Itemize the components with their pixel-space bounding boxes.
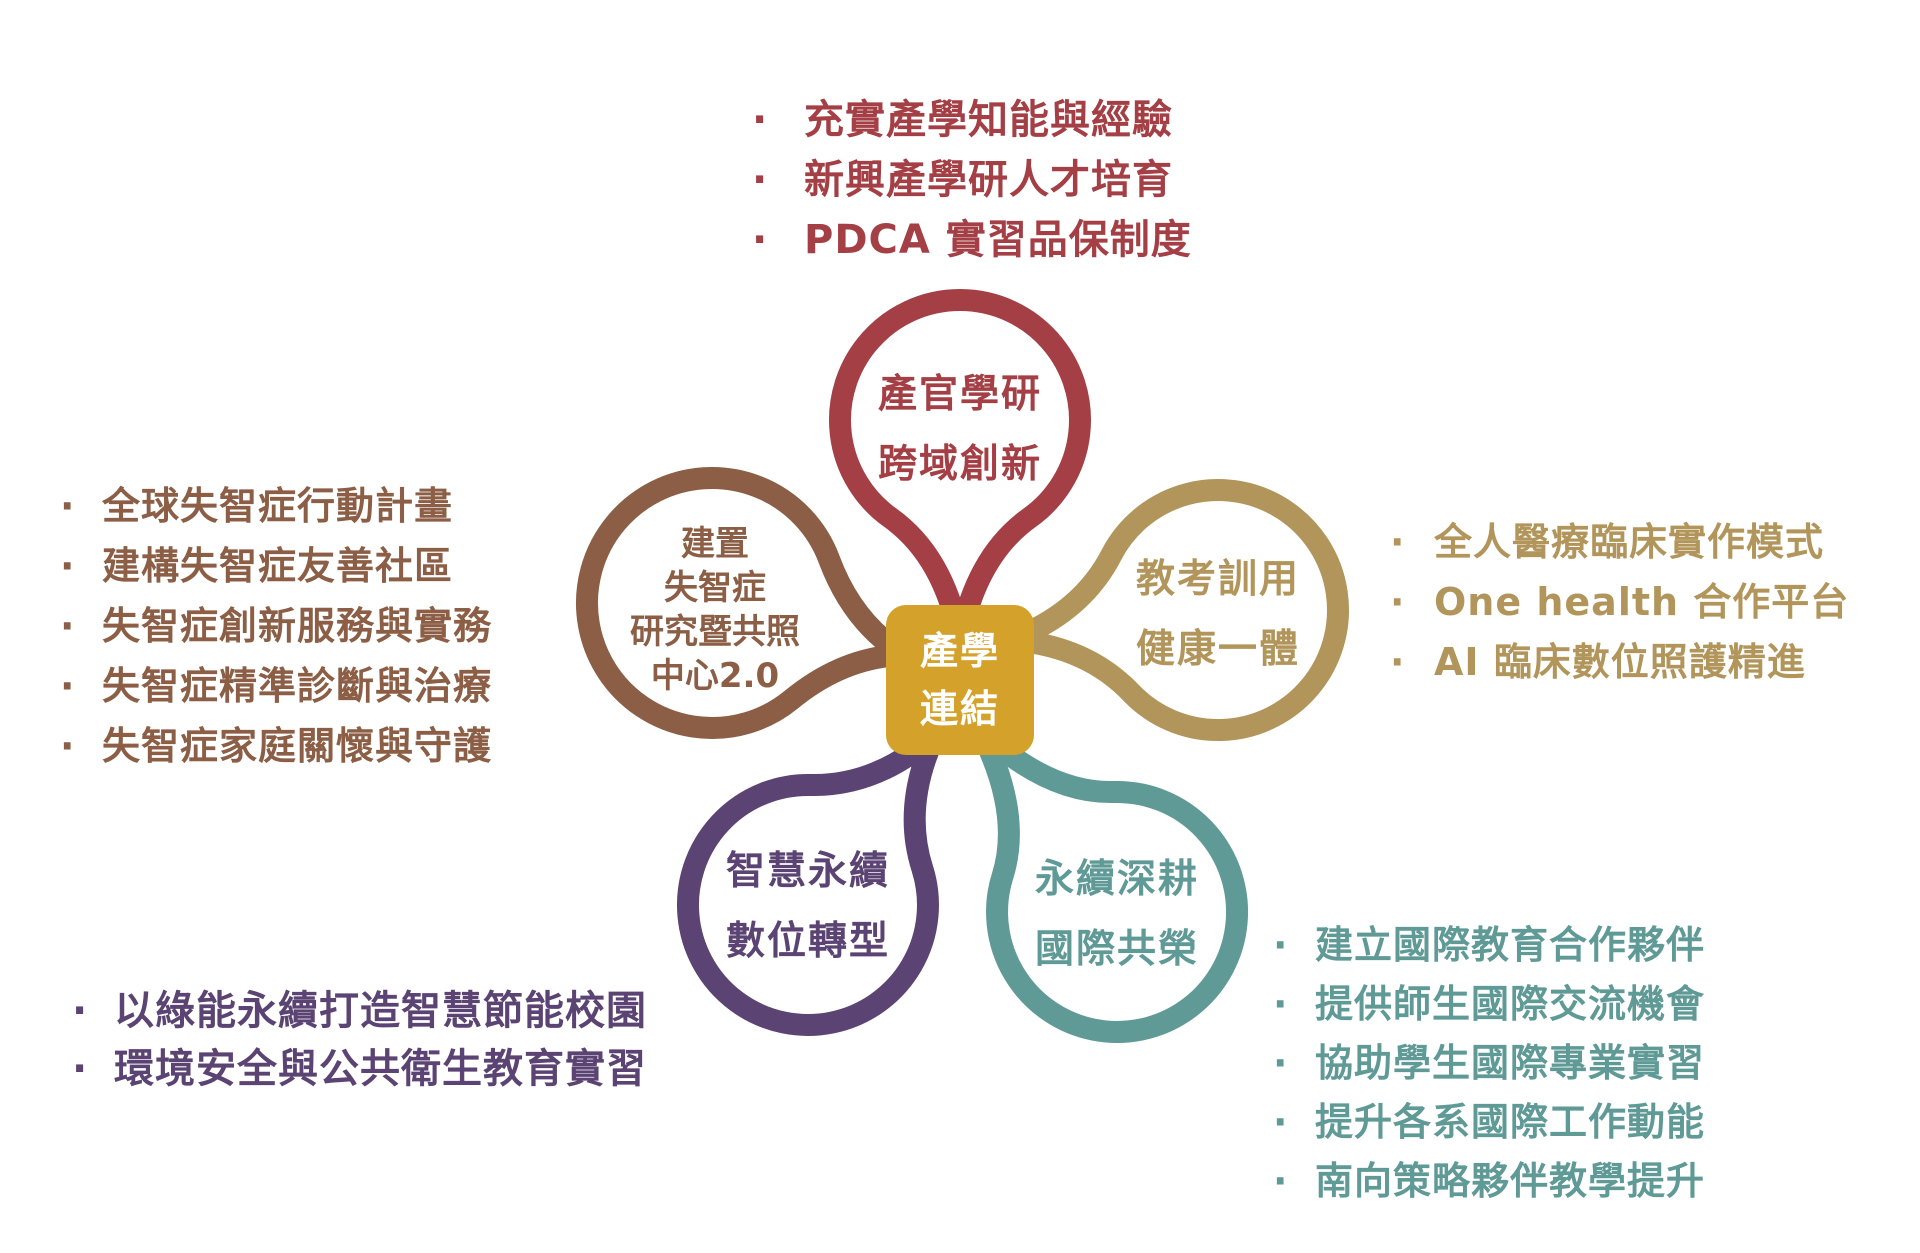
bullet-icon: · [60,664,76,708]
list-item-text: 南向策略夥伴教學提升 [1315,1159,1706,1203]
list-item-text: 提供師生國際交流機會 [1315,982,1706,1026]
top-list-item: · PDCA 實習品保制度 [752,210,1192,270]
bottom-right-list-item: · 協助學生國際專業實習 [1273,1034,1705,1093]
petal-left-line4: 中心2.0 [650,656,780,696]
bullet-icon: · [72,988,89,1034]
bullet-icon: · [1390,640,1406,684]
list-item-text: AI 臨床數位照護精進 [1434,640,1806,684]
petal-bottom-right-label: 永續深耕 國際共榮 [1017,845,1217,985]
left-list-item: · 失智症創新服務與實務 [60,596,492,656]
petal-top-line2: 跨域創新 [877,442,1042,487]
bottom-right-bullet-list: · 建立國際教育合作夥伴 · 提供師生國際交流機會 · 協助學生國際專業實習 · 提升各系國際… [1273,916,1705,1211]
list-item-text: One health 合作平台 [1434,580,1850,624]
list-item-text: 新興產學研人才培育 [804,157,1173,203]
petal-top-line1: 產官學研 [877,372,1042,417]
top-list-item: · 新興產學研人才培育 [752,150,1192,210]
center-line2: 連結 [919,687,1000,731]
petal-left-line2: 失智症 [664,568,766,608]
petal-bottom-left-label: 智慧永續 數位轉型 [708,837,908,977]
center-line1: 產學 [919,629,1000,673]
bullet-icon: · [1273,1159,1289,1203]
list-item-text: 協助學生國際專業實習 [1315,1041,1706,1085]
right-list-item: · One health 合作平台 [1390,572,1849,632]
petal-bottom-right-line1: 永續深耕 [1034,857,1199,902]
bullet-icon: · [1390,520,1406,564]
bullet-icon: · [1273,1100,1289,1144]
petal-left-line3: 研究暨共照 [630,612,800,652]
left-list-item: · 失智症家庭關懷與守護 [60,716,492,776]
list-item-text: 提升各系國際工作動能 [1315,1100,1706,1144]
bottom-right-list-item: · 提升各系國際工作動能 [1273,1093,1705,1152]
bullet-icon: · [752,217,769,263]
left-bullet-list: · 全球失智症行動計畫 · 建構失智症友善社區 · 失智症創新服務與實務 · 失智症精準診斷與… [60,476,492,776]
top-list-item: · 充實產學知能與經驗 [752,90,1192,150]
bottom-left-list-item: · 以綠能永續打造智慧節能校園 [72,982,647,1040]
petal-right-line1: 教考訓用 [1135,557,1300,602]
bullet-icon: · [60,544,76,588]
list-item-text: 失智症家庭關懷與守護 [102,724,493,768]
list-item-text: 失智症創新服務與實務 [102,604,493,648]
left-list-item: · 建構失智症友善社區 [60,536,492,596]
bullet-icon: · [1390,580,1406,624]
bottom-right-list-item: · 建立國際教育合作夥伴 [1273,916,1705,975]
bottom-right-list-item: · 提供師生國際交流機會 [1273,975,1705,1034]
bullet-icon: · [1273,1041,1289,1085]
petal-left-label: 建置 失智症 研究暨共照 中心2.0 [600,520,830,700]
list-item-text: 全球失智症行動計畫 [102,484,454,528]
petal-bottom-right-line2: 國際共榮 [1034,927,1199,972]
right-list-item: · 全人醫療臨床實作模式 [1390,512,1849,572]
list-item-text: PDCA 實習品保制度 [804,217,1192,263]
bullet-icon: · [1273,923,1289,967]
left-list-item: · 全球失智症行動計畫 [60,476,492,536]
bottom-left-list-item: · 環境安全與公共衛生教育實習 [72,1040,647,1098]
petal-bottom-left-line2: 數位轉型 [725,919,890,964]
bullet-icon: · [60,484,76,528]
bullet-icon: · [752,97,769,143]
petal-left-line1: 建置 [681,524,749,564]
right-bullet-list: · 全人醫療臨床實作模式 · One health 合作平台 · AI 臨床數位照護精進 [1390,512,1849,692]
petal-right-label: 教考訓用 健康一體 [1118,545,1318,685]
center-hub: 產學 連結 [886,605,1034,755]
bullet-icon: · [1273,982,1289,1026]
petal-right-line2: 健康一體 [1135,627,1300,672]
list-item-text: 充實產學知能與經驗 [804,97,1173,143]
list-item-text: 環境安全與公共衛生教育實習 [114,1046,647,1092]
bullet-icon: · [60,604,76,648]
top-bullet-list: · 充實產學知能與經驗 · 新興產學研人才培育 · PDCA 實習品保制度 [752,90,1192,270]
petal-bottom-left-line1: 智慧永續 [725,849,890,894]
list-item-text: 失智症精準診斷與治療 [102,664,493,708]
bottom-right-list-item: · 南向策略夥伴教學提升 [1273,1152,1705,1211]
petal-top-label: 產官學研 跨域創新 [860,360,1060,500]
list-item-text: 全人醫療臨床實作模式 [1434,520,1825,564]
right-list-item: · AI 臨床數位照護精進 [1390,632,1849,692]
bullet-icon: · [752,157,769,203]
list-item-text: 建構失智症友善社區 [102,544,454,588]
list-item-text: 建立國際教育合作夥伴 [1315,923,1706,967]
bullet-icon: · [60,724,76,768]
left-list-item: · 失智症精準診斷與治療 [60,656,492,716]
bullet-icon: · [72,1046,89,1092]
bottom-left-bullet-list: · 以綠能永續打造智慧節能校園 · 環境安全與公共衛生教育實習 [72,982,647,1098]
list-item-text: 以綠能永續打造智慧節能校園 [114,988,647,1034]
